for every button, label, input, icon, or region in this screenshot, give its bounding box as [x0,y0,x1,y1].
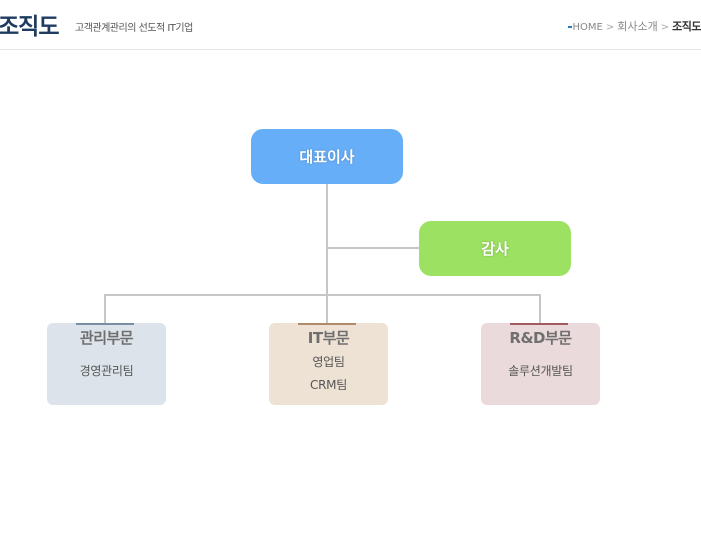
chevron-right-icon: > [605,22,615,33]
ceo-box: 대표이사 [251,129,403,184]
chevron-right-icon: > [660,22,670,33]
department-title: R&D부문 [509,329,572,347]
department-it: IT부문 영업팀 CRM팀 [269,323,388,405]
page-header: 조직도 고객관계관리의 선도적 IT기업 HOME>회사소개>조직도 [0,0,701,50]
breadcrumb-home-link[interactable]: HOME [572,22,603,33]
page-title: 조직도 [0,14,59,40]
department-title: 관리부문 [79,329,134,347]
connector-ceo-vertical [326,184,328,323]
breadcrumb-marker-icon [567,26,572,28]
breadcrumb-current: 조직도 [672,20,701,33]
connector-departments-horizontal [104,294,541,296]
breadcrumb-section-link[interactable]: 회사소개 [617,20,658,33]
department-admin: 관리부문 경영관리팀 [47,323,166,405]
audit-label: 감사 [481,240,509,258]
team-item: CRM팀 [310,378,347,392]
team-item: 영업팀 [312,355,345,369]
connector-admin-vertical [104,294,106,323]
department-accent-bar [298,323,356,325]
department-rnd: R&D부문 솔루션개발팀 [481,323,600,405]
audit-box: 감사 [419,221,571,276]
team-item: 솔루션개발팀 [508,364,573,378]
department-title: IT부문 [307,329,350,347]
connector-audit-horizontal [327,247,419,249]
page-subtitle: 고객관계관리의 선도적 IT기업 [75,23,193,34]
department-accent-bar [76,323,134,325]
department-accent-bar [510,323,568,325]
team-item: 경영관리팀 [79,364,134,378]
ceo-label: 대표이사 [299,148,355,166]
connector-rnd-vertical [539,294,541,323]
breadcrumb: HOME>회사소개>조직도 [567,18,701,34]
